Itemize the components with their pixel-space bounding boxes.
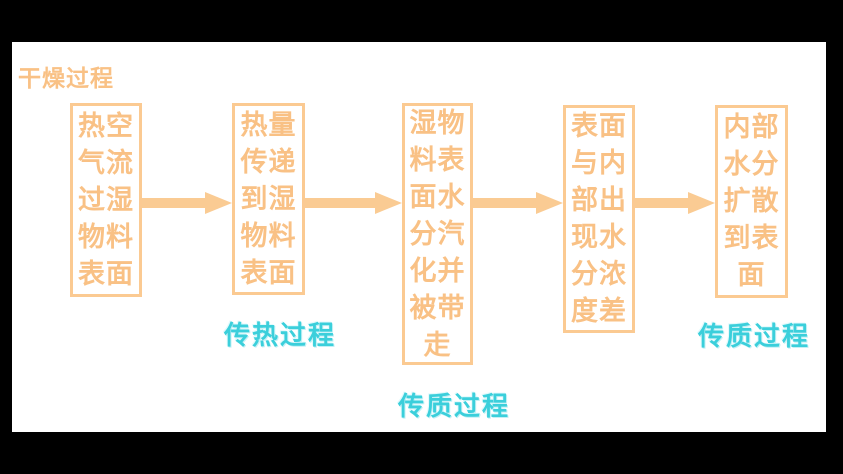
flow-box-text: 内部 水分 扩散 到表 面	[723, 112, 780, 291]
flow-box-concentration-difference: 表面 与内 部出 现水 分浓 度差	[563, 105, 635, 333]
process-label-heat-transfer: 传热过程	[224, 321, 337, 351]
flow-box-hot-air-flow: 热空 气流 过湿 物料 表面	[70, 103, 142, 297]
arrow-shaft	[305, 198, 375, 208]
flow-box-vaporization: 湿物 料表 面水 分汽 化并 被带 走	[402, 103, 473, 365]
flow-arrow-2	[305, 192, 402, 214]
arrow-head-icon	[536, 192, 563, 214]
arrow-head-icon	[688, 192, 715, 214]
flow-box-text: 热空 气流 过湿 物料 表面	[78, 110, 134, 290]
drying-process-diagram: 干燥过程 热空 气流 过湿 物料 表面 热量 传递 到湿 物料 表面 湿物 料表…	[12, 42, 826, 432]
flow-box-text: 热量 传递 到湿 物料 表面	[240, 109, 297, 289]
arrow-shaft	[473, 198, 536, 208]
process-label-mass-transfer-1: 传质过程	[398, 392, 511, 422]
diagram-title: 干燥过程	[18, 66, 114, 92]
flow-box-text: 湿物 料表 面水 分汽 化并 被带 走	[409, 107, 466, 361]
flow-box-text: 表面 与内 部出 现水 分浓 度差	[571, 111, 627, 327]
arrow-shaft	[142, 198, 205, 208]
arrow-head-icon	[375, 192, 402, 214]
flow-arrow-1	[142, 192, 232, 214]
flow-arrow-3	[473, 192, 563, 214]
flow-box-internal-diffusion: 内部 水分 扩散 到表 面	[715, 105, 788, 298]
process-label-mass-transfer-2: 传质过程	[698, 322, 811, 352]
arrow-head-icon	[205, 192, 232, 214]
flow-arrow-4	[635, 192, 715, 214]
flow-box-heat-transfer: 热量 传递 到湿 物料 表面	[232, 103, 305, 295]
arrow-shaft	[635, 198, 688, 208]
